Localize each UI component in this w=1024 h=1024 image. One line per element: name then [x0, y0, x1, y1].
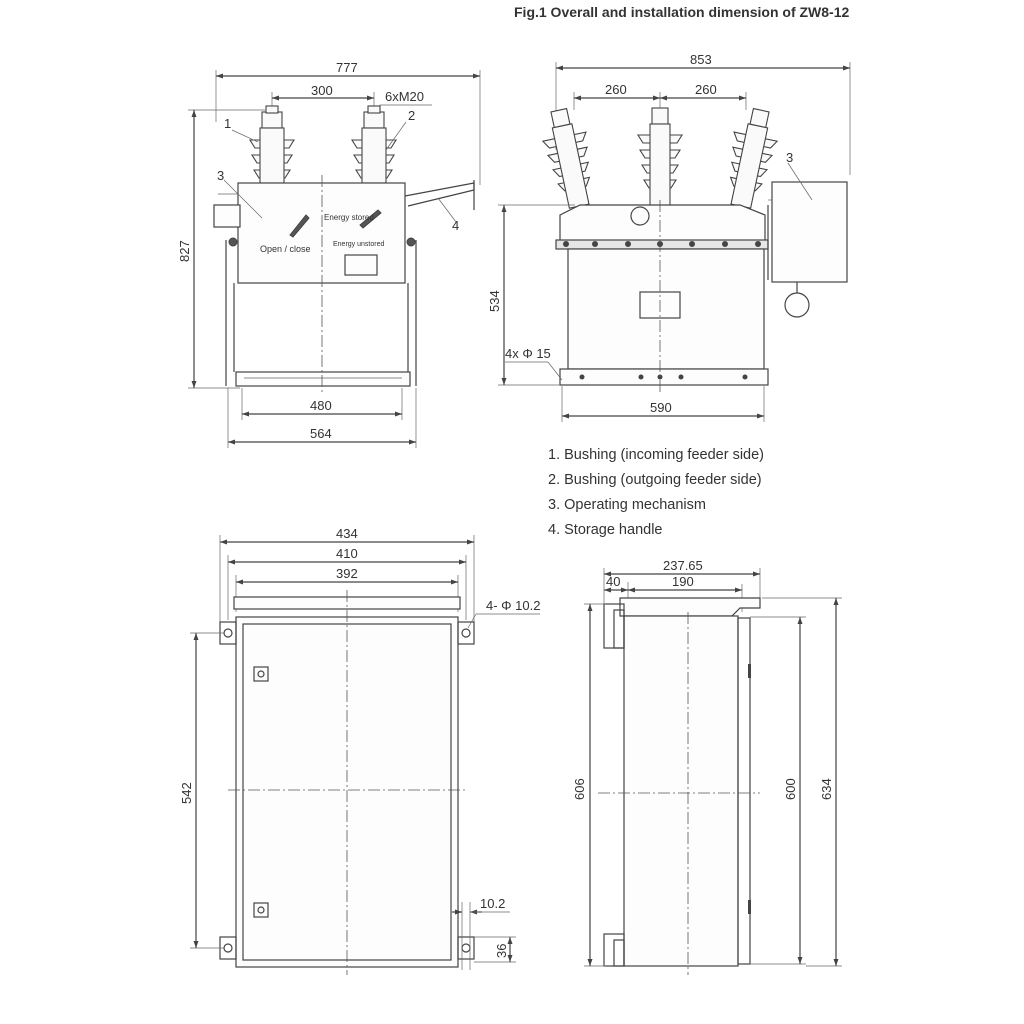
callout-4: 4	[452, 218, 459, 233]
callout-3: 3	[217, 168, 224, 183]
bushing-right	[729, 107, 779, 209]
dim-634: 634	[819, 778, 834, 800]
indicator-window	[344, 254, 378, 276]
dim-36: 36	[494, 944, 509, 958]
cabinet-side-body	[623, 615, 739, 967]
dim-190: 190	[672, 574, 694, 589]
figure-caption: Fig.1 Overall and installation dimension…	[514, 4, 849, 20]
label-energy-unstored: Energy unstored	[333, 241, 384, 248]
dim-480: 480	[310, 398, 332, 413]
dim-260-left: 260	[605, 82, 627, 97]
dim-606: 606	[572, 778, 587, 800]
callout-2: 2	[408, 108, 415, 123]
cabinet-side-view: 237.65 40 190 606 600	[572, 558, 842, 975]
bushing-incoming	[249, 105, 295, 184]
dim-6xm20: 6xM20	[385, 89, 424, 104]
tank-lower	[567, 248, 765, 370]
dim-564: 564	[310, 426, 332, 441]
dim-392: 392	[336, 566, 358, 581]
legend-item-4: 4. Storage handle	[548, 522, 662, 538]
side-callout-3: 3	[786, 150, 793, 165]
dim-410: 410	[336, 546, 358, 561]
legend: 1. Bushing (incoming feeder side) 2. Bus…	[548, 447, 764, 538]
front-view: 777 300 6xM20 827	[177, 60, 481, 448]
side-view: 853 260 260	[487, 52, 851, 422]
dim-10-2: 10.2	[480, 896, 505, 911]
legend-item-1: 1. Bushing (incoming feeder side)	[548, 447, 764, 463]
dim-827: 827	[177, 240, 192, 262]
dim-777: 777	[336, 60, 358, 75]
dim-590: 590	[650, 400, 672, 415]
callout-1: 1	[224, 116, 231, 131]
dim-542: 542	[179, 782, 194, 804]
bushing-middle	[637, 107, 683, 207]
operating-mechanism-box	[771, 181, 848, 283]
bushing-outgoing	[351, 105, 397, 184]
legend-item-3: 3. Operating mechanism	[548, 497, 706, 513]
dim-434: 434	[336, 526, 358, 541]
breaker-housing	[237, 182, 406, 284]
dim-4x-phi15: 4x Φ 15	[505, 346, 551, 361]
legend-item-2: 2. Bushing (outgoing feeder side)	[548, 472, 762, 488]
dim-40: 40	[606, 574, 620, 589]
bushing-left	[541, 107, 591, 209]
cabinet-front-view: 434 410 392 4- Φ 10.	[179, 526, 540, 975]
dim-534: 534	[487, 290, 502, 312]
dim-853: 853	[690, 52, 712, 67]
dim-4-phi10-2: 4- Φ 10.2	[486, 598, 540, 613]
dim-300: 300	[311, 83, 333, 98]
label-open-close: Open / close	[260, 244, 311, 254]
label-energy-stored: Energy stored	[324, 213, 374, 222]
dim-600: 600	[783, 778, 798, 800]
dim-260-right: 260	[695, 82, 717, 97]
dim-237-65: 237.65	[663, 558, 703, 573]
